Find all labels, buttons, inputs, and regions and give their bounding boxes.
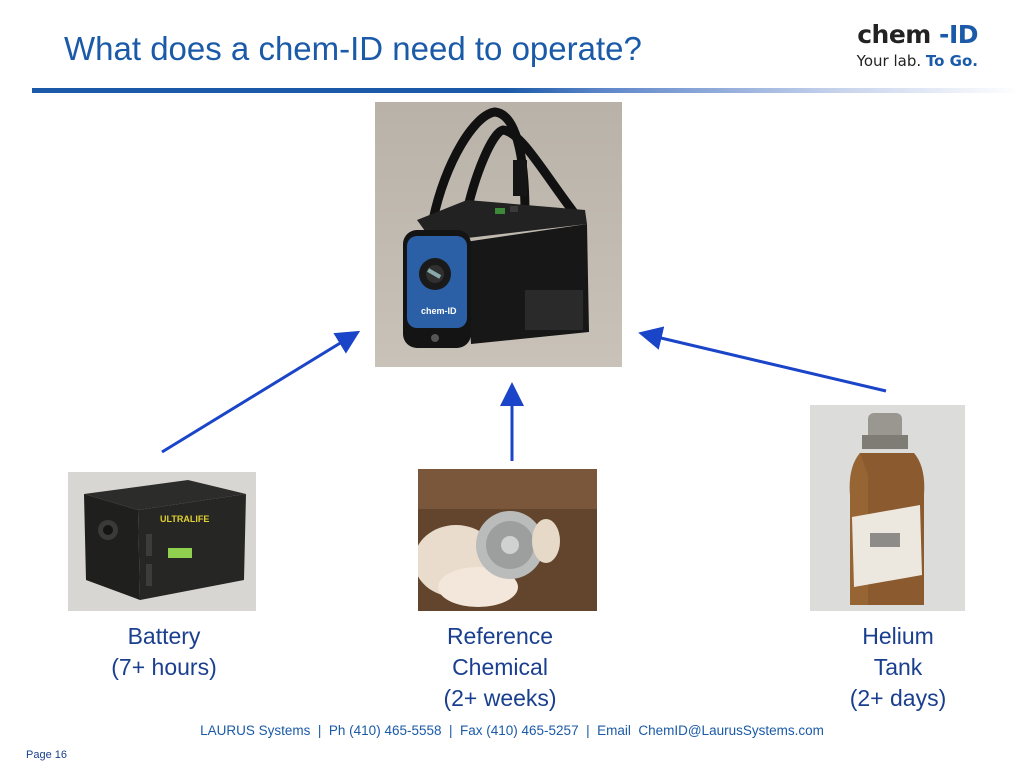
battery-arrow [161,330,361,454]
helium-tank-caption: Helium Tank (2+ days) [849,623,947,711]
battery-photo: ULTRALIFE [68,472,256,611]
helium-tank-photo [810,405,965,611]
logo-tagline: Your lab. To Go. [856,52,978,70]
slide-title: What does a chem-ID need to operate? [64,30,642,67]
battery-brand-label: ULTRALIFE [160,514,209,524]
contact-footer: LAURUS Systems | Ph (410) 465-5558 | Fax… [200,723,824,738]
title-divider [32,88,1020,93]
page-number: Page 16 [26,749,67,761]
reference-chemical-caption: Reference Chemical (2+ weeks) [443,623,557,711]
battery-caption: Battery (7+ hours) [111,623,217,680]
chem-id-logo: chem -ID Your lab. To Go. [856,20,979,71]
logo-wordmark: chem -ID [857,20,978,49]
reference-chemical-photo [418,469,597,611]
chem-id-device-photo: chem-ID [375,102,622,367]
helium-arrow [638,326,887,393]
device-brand-label: chem-ID [421,306,457,316]
